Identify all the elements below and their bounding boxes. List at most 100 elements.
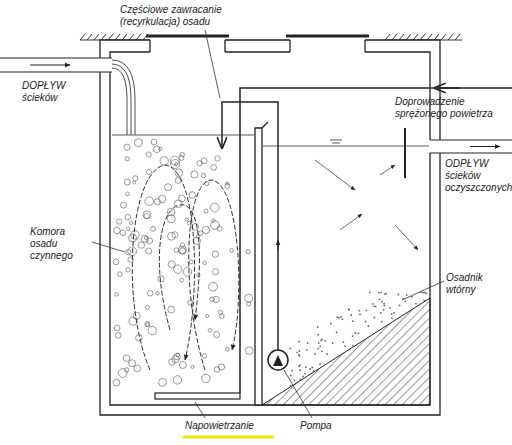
- bubble: [133, 181, 136, 184]
- ground-hatch: [101, 34, 106, 40]
- sludge-dot: [344, 345, 346, 347]
- bubble: [214, 332, 220, 338]
- bubble: [209, 282, 218, 291]
- callout-label: Napowietrzanie: [185, 420, 285, 432]
- ground-hatch: [413, 34, 418, 40]
- bubble: [173, 376, 181, 384]
- sludge-dot: [336, 316, 338, 318]
- sludge-dot: [299, 369, 301, 371]
- sludge-dot: [372, 303, 374, 305]
- bubble: [124, 144, 130, 150]
- sludge-dot: [366, 309, 368, 311]
- circulation-arrows: [132, 165, 239, 370]
- sludge-dot: [348, 309, 350, 311]
- inflow-label: DOPŁYW ścieków: [22, 80, 82, 104]
- sludge-dot: [369, 291, 371, 293]
- air-line: [240, 88, 512, 393]
- bubble: [131, 231, 140, 240]
- sludge-dot: [352, 320, 354, 322]
- chamber-label: Komora osadu czynnego: [30, 226, 92, 262]
- sludge-dot: [391, 317, 393, 319]
- ground-hatch: [448, 34, 453, 40]
- sludge-dot: [359, 314, 361, 316]
- pump-symbol: [268, 350, 288, 370]
- sludge-dot: [317, 334, 319, 336]
- sludge-dot: [381, 321, 383, 323]
- sludge-dot: [389, 307, 391, 309]
- bubble: [151, 139, 157, 145]
- sludge-dot: [290, 374, 292, 376]
- bubble: [225, 348, 229, 352]
- bubble: [145, 197, 154, 206]
- sludge-dot: [359, 310, 361, 312]
- bubble: [126, 192, 130, 196]
- outflow-label: ODPŁYW ścieków oczyszczonych: [445, 158, 509, 194]
- bubble: [129, 234, 137, 242]
- ground-hatch: [392, 34, 397, 40]
- recirculation-line: [222, 102, 278, 350]
- sludge-dot: [305, 366, 307, 368]
- bubble: [213, 269, 219, 275]
- ground-hatch: [434, 34, 439, 40]
- bubble: [126, 250, 131, 255]
- ground-hatch: [115, 34, 120, 40]
- bubble: [134, 139, 142, 147]
- bubble: [183, 268, 192, 277]
- diffuser: [155, 393, 240, 399]
- bubble: [180, 248, 186, 254]
- bubble: [176, 353, 180, 357]
- bubble: [129, 360, 136, 367]
- sludge-dot: [321, 339, 323, 341]
- bubble: [191, 365, 194, 368]
- bubble: [188, 300, 193, 305]
- sludge-dot: [383, 309, 385, 311]
- sludge-dot: [425, 293, 427, 295]
- bubble: [126, 227, 129, 230]
- bubble: [146, 305, 150, 309]
- ground-hatch: [427, 34, 432, 40]
- sludge-dot: [340, 316, 342, 318]
- sludge-dot: [415, 303, 417, 305]
- bubble: [146, 248, 152, 254]
- bubble: [204, 209, 208, 213]
- sludge-dot: [336, 332, 338, 334]
- sludge-dot: [307, 342, 309, 344]
- bubble: [123, 355, 130, 362]
- sludge-dot: [380, 291, 382, 293]
- bubble: [145, 322, 150, 327]
- sludge-dot: [298, 365, 300, 367]
- sludge-dot: [398, 294, 400, 296]
- ground-hatch: [122, 34, 127, 40]
- bubble: [247, 302, 251, 306]
- callout-label: Doprowadzenie sprężonego powietrza: [395, 96, 507, 120]
- bubble: [117, 219, 122, 224]
- bubble: [180, 243, 184, 247]
- water-level: [112, 135, 429, 146]
- bubble: [159, 195, 166, 202]
- bubble: [165, 184, 172, 191]
- sludge-dot: [405, 301, 407, 303]
- sludge-dot: [326, 353, 328, 355]
- sludge-dot: [406, 294, 408, 296]
- sludge-dot: [350, 314, 352, 316]
- bubble: [118, 272, 123, 277]
- bubble: [174, 248, 179, 253]
- sludge-dot: [358, 333, 360, 335]
- ground-hatch: [80, 34, 85, 40]
- ground-hatch: [441, 34, 446, 40]
- bubble: [189, 260, 193, 264]
- bubble: [201, 173, 205, 177]
- bubble: [203, 261, 207, 265]
- bubble: [213, 296, 219, 302]
- sludge-dot: [311, 367, 313, 369]
- bubble: [144, 214, 149, 219]
- sludge-dot: [299, 350, 301, 352]
- bubble: [212, 219, 215, 222]
- sludge-dot: [342, 341, 344, 343]
- sludge-dot: [302, 376, 304, 378]
- sludge-dot: [294, 380, 296, 382]
- sludge-dot: [321, 350, 323, 352]
- bubble: [159, 147, 162, 150]
- bubble: [126, 268, 130, 272]
